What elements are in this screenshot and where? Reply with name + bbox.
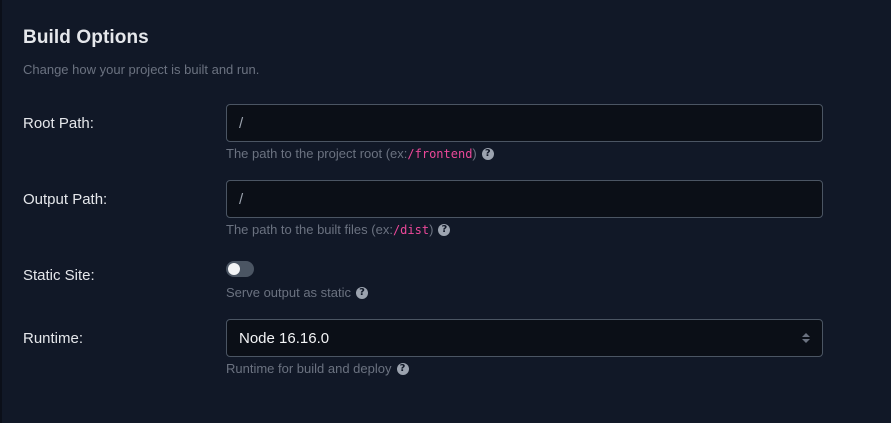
output-path-field[interactable] [226,180,823,218]
runtime-selected-value: Node 16.16.0 [239,329,330,347]
static-site-label: Static Site: [23,267,95,284]
static-site-help-text: Serve output as static [226,285,352,300]
root-path-help-prefix: The path to the project root (ex: [226,146,408,161]
runtime-help: Runtime for build and deploy ? [226,361,409,376]
root-path-label: Root Path: [23,115,94,132]
root-path-input[interactable] [227,105,822,141]
question-circle-icon[interactable]: ? [481,147,494,160]
root-path-help-code: /frontend [407,146,473,161]
root-path-help: The path to the project root (ex: /front… [226,146,494,161]
static-site-help: Serve output as static ? [226,285,369,300]
output-path-help-suffix: ) [429,222,434,237]
runtime-label: Runtime: [23,330,84,347]
section-title: Build Options [23,27,149,48]
root-path-field[interactable] [226,104,823,142]
output-path-label: Output Path: [23,191,108,208]
question-circle-icon[interactable]: ? [438,223,451,236]
static-site-toggle[interactable] [226,261,254,277]
output-path-input[interactable] [227,181,822,217]
question-circle-icon[interactable]: ? [356,286,369,299]
chevron-up-down-icon [802,332,810,344]
output-path-help-prefix: The path to the built files (ex: [226,222,393,237]
runtime-help-text: Runtime for build and deploy [226,361,392,376]
toggle-knob [228,263,240,275]
runtime-select[interactable]: Node 16.16.0 [226,319,823,357]
output-path-help-code: /dist [392,222,430,237]
root-path-help-suffix: ) [472,146,477,161]
output-path-help: The path to the built files (ex: /dist )… [226,222,451,237]
section-subtitle: Change how your project is built and run… [23,62,260,77]
question-circle-icon[interactable]: ? [396,362,409,375]
